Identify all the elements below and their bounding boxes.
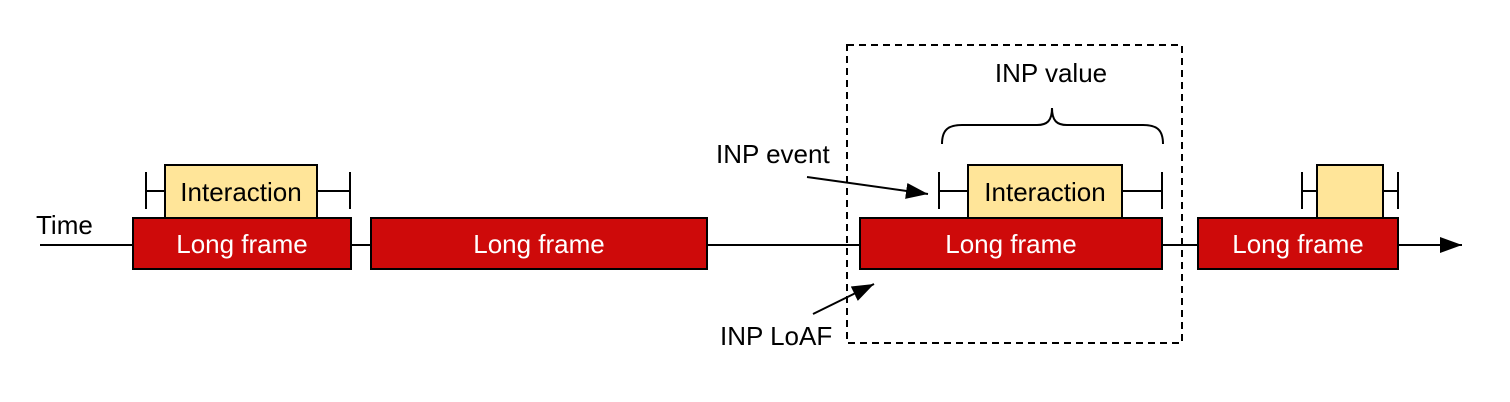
long-frame-box-4: Long frame (1197, 217, 1399, 270)
interaction-label: Interaction (984, 176, 1106, 207)
long-frame-box-3: Long frame (859, 217, 1163, 270)
inp-loaf-label: INP LoAF (720, 321, 833, 351)
inp-loaf-arrow (812, 283, 875, 315)
interaction-label: Interaction (180, 176, 302, 207)
time-label: Time (36, 210, 93, 240)
long-frame-label: Long frame (945, 228, 1077, 259)
long-frame-box-2: Long frame (370, 217, 708, 270)
long-frame-label: Long frame (473, 228, 605, 259)
interaction-box-2: Interaction (967, 164, 1123, 219)
interaction-box-1: Interaction (164, 164, 318, 219)
inp-event-arrow (806, 176, 929, 199)
inp-value-brace (941, 107, 1164, 145)
long-frame-label: Long frame (1232, 228, 1364, 259)
inp-event-label: INP event (716, 139, 830, 169)
interaction-box-3 (1316, 164, 1384, 219)
long-frame-label: Long frame (176, 228, 308, 259)
inp-value-label: INP value (994, 58, 1108, 88)
long-frame-box-1: Long frame (132, 217, 352, 270)
